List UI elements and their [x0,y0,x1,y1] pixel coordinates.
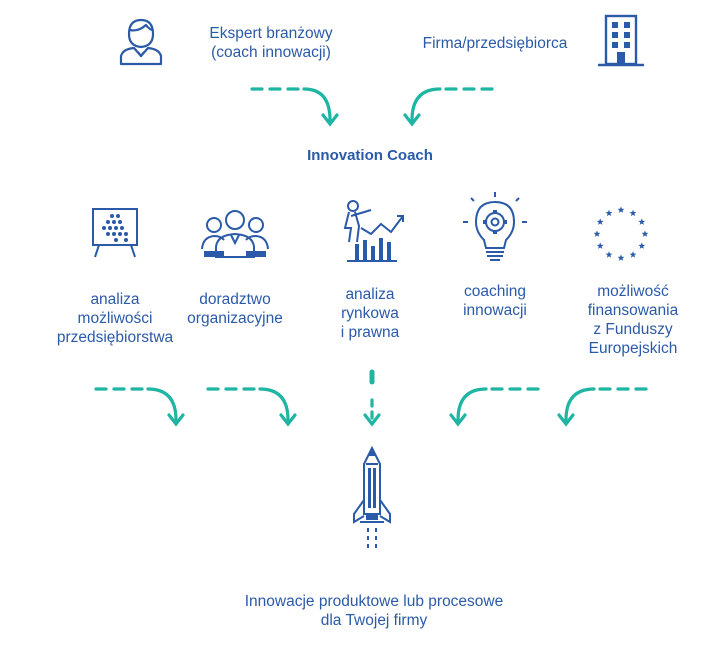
arrow-service-4-to-result [449,387,540,427]
eu-flag-icon [593,206,649,261]
arrow-expert-to-coach [250,87,339,127]
service-label-innovation-coaching: coaching innowacji [425,282,565,320]
eu-star-icon [593,230,601,237]
service-label-line: Europejskich [588,340,678,357]
arrow-service-1-to-result [94,387,185,427]
service-label-line: organizacyjne [187,310,283,327]
service-label-line: coaching [463,283,527,300]
market-analysis-icon [343,200,404,262]
service-label-eu-funding: możliwość finansowania z Funduszy Europe… [558,282,708,358]
arrow-company-to-coach [403,87,494,127]
result-label-line: Innowacje produktowe lub procesowe [244,593,504,610]
eu-star-icon [638,242,646,249]
arrow-service-3-to-result [363,369,381,427]
expert-label: Ekspert branżowy (coach innowacji) [176,24,366,62]
service-label-line: analiza [90,291,140,308]
service-label-line: możliwość [597,283,669,300]
eu-star-icon [617,254,625,261]
service-label-line: finansowania [587,302,679,319]
building-icon [598,14,644,67]
eu-star-icon [638,218,646,225]
service-label-line: innowacji [463,302,527,319]
presentation-board-icon [92,208,138,258]
expert-label-line: Ekspert branżowy [209,25,333,42]
eu-star-icon [617,206,625,213]
service-label-line: przedsiębiorstwa [56,329,174,346]
service-label-line: doradztwo [199,291,271,308]
eu-star-icon [605,209,613,217]
service-label-line: z Funduszy [593,321,673,338]
innovation-coach-title: Innovation Coach [307,147,433,164]
service-label-market-legal: analiza rynkowa i prawna [300,285,440,342]
arrow-service-5-to-result [557,387,648,427]
eu-star-icon [629,209,637,217]
service-label-line: rynkowa [341,305,399,322]
eu-star-icon [596,218,604,225]
result-label: Innowacje produktowe lub procesowe dla T… [164,592,584,630]
arrow-service-2-to-result [206,387,297,427]
rocket-icon [353,445,391,548]
service-label-line: i prawna [340,324,400,341]
service-label-org-consulting: doradztwo organizacyjne [160,290,310,328]
result-label-line: dla Twojej firmy [320,612,428,629]
service-label-business-analysis: analiza możliwości przedsiębiorstwa [30,290,200,347]
service-label-line: możliwości [77,310,153,327]
eu-star-icon [596,242,604,249]
lightbulb-icon [463,192,527,261]
service-label-line: analiza [345,286,395,303]
eu-star-icon [605,251,613,258]
eu-star-icon [629,251,637,258]
company-label: Firma/przedsiębiorca [422,35,568,52]
eu-star-icon [641,230,649,237]
expert-label-line: (coach innowacji) [211,44,331,61]
team-icon [201,210,269,258]
person-icon [119,18,163,66]
